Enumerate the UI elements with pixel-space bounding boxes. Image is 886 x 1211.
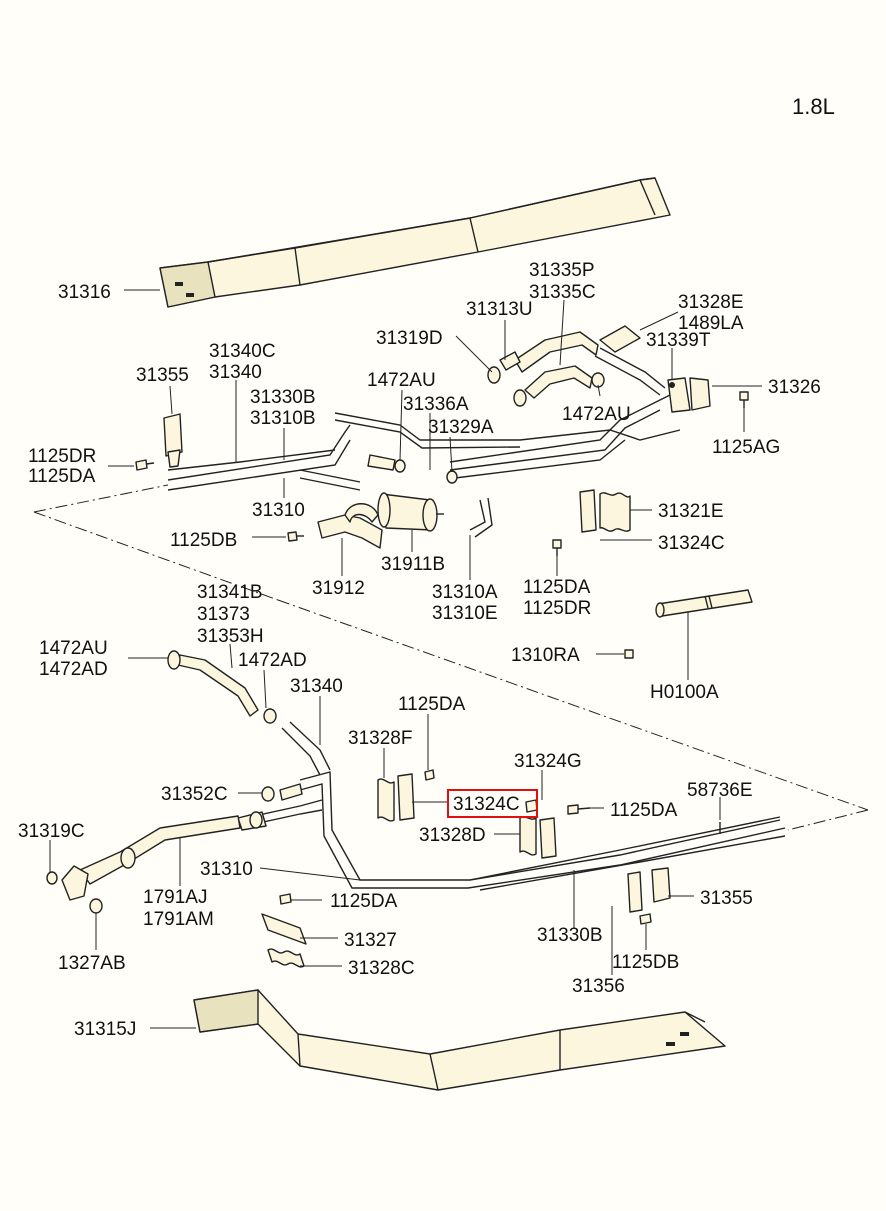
label-31336a: 31336A (403, 394, 469, 415)
label-31329a: 31329A (428, 417, 494, 438)
label-31310b: 31310B (250, 408, 316, 429)
label-1327ab: 1327AB (58, 953, 126, 974)
upper-fuel-lines (167, 347, 681, 538)
label-58736e: 58736E (687, 780, 753, 801)
label-1125db-upper: 1125DB (170, 530, 237, 551)
label-31324g: 31324G (514, 751, 582, 772)
hose-h0100a (655, 589, 753, 618)
label-1125da-bottom: 1125DA (330, 891, 398, 912)
label-31310a: 31310A (432, 582, 498, 603)
label-31313u: 31313U (466, 299, 533, 320)
label-31353h: 31353H (197, 626, 264, 647)
filter-bracket (317, 503, 383, 549)
label-1472au-upper: 1472AU (367, 370, 436, 391)
label-31341b: 31341B (197, 582, 263, 603)
label-1125da-upper: 1125DA (28, 466, 96, 487)
label-1472au-right: 1472AU (562, 404, 631, 425)
clamp-right-middle (579, 489, 631, 533)
label-31315j: 31315J (74, 1019, 136, 1040)
label-31319d: 31319D (376, 328, 443, 349)
label-1791aj: 1791AJ (143, 887, 207, 908)
label-31335p: 31335P (529, 260, 595, 281)
upper-hoses (367, 325, 641, 484)
label-31355-upper: 31355 (136, 365, 189, 386)
label-1125ag: 1125AG (712, 437, 780, 458)
label-31328c: 31328C (348, 958, 415, 979)
boundary-lines (33, 484, 869, 831)
lower-side-rail (193, 989, 726, 1091)
lower-hoses (46, 650, 303, 914)
label-1125da-right: 1125DA (610, 800, 678, 821)
label-1489la: 1489LA (678, 313, 744, 334)
fuel-filter (377, 492, 444, 532)
label-31912: 31912 (312, 578, 365, 599)
label-31310-lower: 31310 (200, 859, 253, 880)
label-31330b-upper: 31330B (250, 387, 316, 408)
label-31356: 31356 (572, 976, 625, 997)
label-31340c: 31340C (209, 341, 276, 362)
label-1472ad-left: 1472AD (39, 659, 108, 680)
label-31310e: 31310E (432, 603, 498, 624)
label-1472au-lower: 1472AU (39, 638, 108, 659)
label-31316: 31316 (58, 282, 111, 303)
label-1125da-mid: 1125DA (523, 577, 591, 598)
label-1125da-lower-top: 1125DA (398, 694, 466, 715)
label-31328f: 31328F (348, 728, 412, 749)
label-31340-lower: 31340 (290, 676, 343, 697)
label-h0100a: H0100A (650, 682, 719, 703)
label-1125db-lower: 1125DB (612, 952, 679, 973)
label-31321e: 31321E (658, 501, 724, 522)
label-31327: 31327 (344, 930, 397, 951)
label-31373: 31373 (197, 604, 250, 625)
label-31355-lower: 31355 (700, 888, 753, 909)
label-31339t: 31339T (646, 330, 711, 351)
label-1472ad-right: 1472AD (238, 650, 307, 671)
label-1125dr-mid: 1125DR (523, 598, 591, 619)
clamps-lower (261, 773, 671, 968)
leader-lines (49, 289, 762, 1029)
label-31911b: 31911B (381, 554, 445, 575)
part-labels: 1.8L 31316 31335P 31335C 31328E 1489LA 3… (18, 94, 835, 1040)
label-1791am: 1791AM (143, 909, 214, 930)
bolts (135, 391, 749, 925)
label-1125dr-upper: 1125DR (28, 446, 96, 467)
upper-side-rail (159, 177, 671, 308)
label-1310ra: 1310RA (511, 645, 580, 666)
label-31324c-highlighted: 31324C (453, 794, 520, 815)
clamp-right-upper (667, 377, 711, 413)
label-31328d: 31328D (419, 825, 486, 846)
label-31319c: 31319C (18, 821, 85, 842)
label-31340: 31340 (209, 362, 262, 383)
clamp-upper-left (163, 413, 183, 468)
label-31328e: 31328E (678, 292, 744, 313)
label-31330b-lower: 31330B (537, 925, 603, 946)
highlight-box (447, 789, 538, 818)
label-31324c-upper: 31324C (658, 533, 725, 554)
engine-label: 1.8L (792, 94, 835, 119)
label-31335c: 31335C (529, 282, 596, 303)
label-31310-upper: 31310 (252, 500, 305, 521)
label-31352c: 31352C (161, 784, 228, 805)
label-31326: 31326 (768, 377, 821, 398)
